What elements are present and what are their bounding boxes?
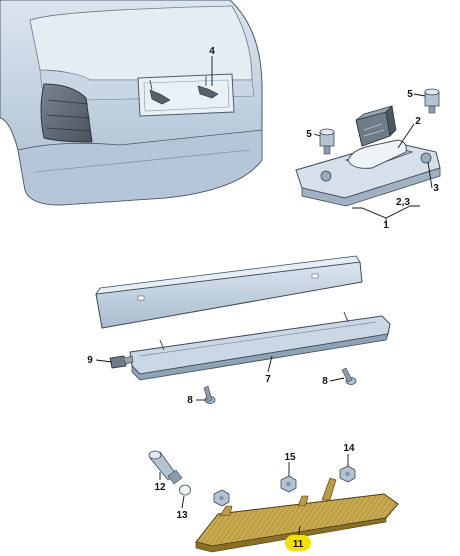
lamp-connector: [355, 105, 397, 147]
nut-14: [339, 465, 356, 483]
roof-trim-panel: [95, 255, 363, 329]
callout-11: 11: [293, 539, 304, 550]
wiring-plug: [109, 355, 134, 369]
screw-8-left: [203, 385, 216, 404]
callout-8-right: 8: [322, 376, 328, 387]
callout-15: 15: [284, 452, 296, 463]
callout-7: 7: [265, 374, 271, 385]
bulb-holder: [148, 450, 183, 485]
tail-light: [40, 83, 93, 143]
callout-9: 9: [87, 355, 93, 366]
nut-15: [280, 475, 297, 493]
callout-3: 3: [433, 183, 439, 194]
callout-2-3: 2,3: [396, 197, 410, 208]
nut-left: [213, 489, 230, 507]
license-plate-lamp: [295, 139, 441, 207]
lamp-screw-left: [319, 128, 335, 155]
brake-light-strip: [195, 477, 399, 553]
third-brake-light: [129, 311, 391, 381]
license-plate-recess: [137, 73, 235, 117]
callout-8-left: 8: [187, 395, 193, 406]
callout-5-right: 5: [407, 89, 413, 100]
callout-5-left: 5: [306, 129, 312, 140]
callout-14: 14: [343, 443, 355, 454]
callout-11-highlight: [285, 535, 311, 551]
screw-8-right: [341, 367, 357, 385]
bulb: [179, 484, 191, 496]
callout-12: 12: [154, 482, 166, 493]
callout-1: 1: [383, 220, 389, 231]
lamp-screw-right: [424, 88, 440, 114]
callout-2: 2: [415, 116, 421, 127]
leader-lines: [95, 56, 433, 541]
callout-13: 13: [176, 510, 188, 521]
callout-4: 4: [209, 46, 215, 57]
